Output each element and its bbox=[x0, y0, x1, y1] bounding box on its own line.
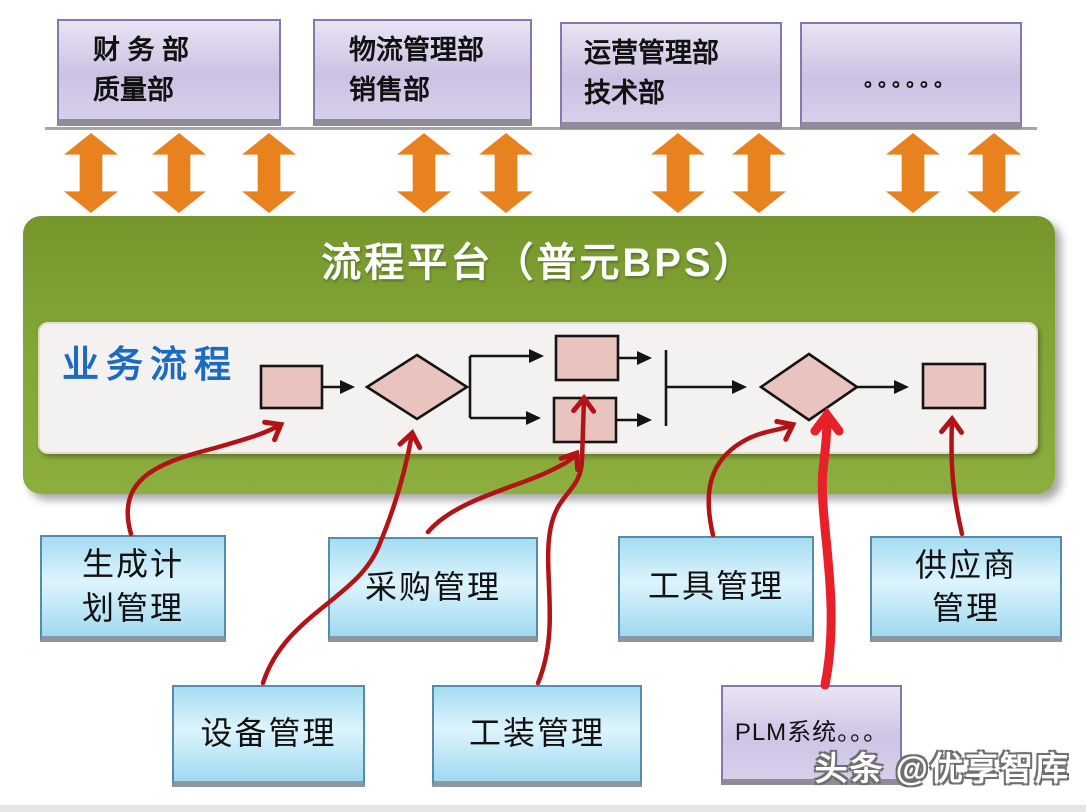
double-arrow-icon bbox=[651, 133, 705, 213]
bps-platform-panel: 流程平台（普元BPS） 业务流程 bbox=[23, 216, 1055, 494]
double-arrow-icon bbox=[886, 133, 940, 213]
dept-label: 。。。。。。 bbox=[864, 69, 958, 91]
double-arrow-icon bbox=[397, 133, 451, 213]
bottom-edge-strip bbox=[0, 805, 1086, 812]
dept-label: 物流管理部 销售部 bbox=[349, 34, 484, 106]
module-production-plan: 生成计 划管理 bbox=[40, 535, 226, 642]
module-plm-system: PLM系统。。。 bbox=[721, 685, 902, 785]
module-supplier: 供应商 管理 bbox=[870, 536, 1062, 642]
departments-baseline bbox=[45, 127, 1037, 130]
double-arrow-icon bbox=[732, 133, 786, 213]
module-equipment: 设备管理 bbox=[172, 685, 365, 787]
dept-box-logistics-sales: 物流管理部 销售部 bbox=[313, 19, 532, 126]
module-tool-management: 工具管理 bbox=[618, 536, 814, 642]
watermark: 头条 @优享智库 bbox=[814, 750, 1070, 787]
dept-box-operations-tech: 运营管理部 技术部 bbox=[560, 22, 782, 129]
dept-label: 运营管理部 技术部 bbox=[584, 37, 719, 109]
double-arrow-icon bbox=[479, 133, 533, 213]
lane-label: 业务流程 bbox=[62, 344, 238, 385]
business-process-lane: 业务流程 bbox=[38, 322, 1038, 454]
dept-label: 财 务 部 质量部 bbox=[93, 34, 190, 106]
double-arrow-icon bbox=[64, 133, 118, 213]
double-arrow-icon bbox=[242, 133, 296, 213]
module-procurement: 采购管理 bbox=[328, 537, 538, 642]
double-arrow-icon bbox=[152, 133, 206, 213]
dept-box-finance-quality: 财 务 部 质量部 bbox=[57, 19, 281, 126]
double-arrow-icon bbox=[967, 133, 1021, 213]
module-tooling: 工装管理 bbox=[432, 685, 642, 787]
dept-box-others: 。。。。。。 bbox=[800, 22, 1022, 129]
platform-title: 流程平台（普元BPS） bbox=[321, 241, 757, 285]
